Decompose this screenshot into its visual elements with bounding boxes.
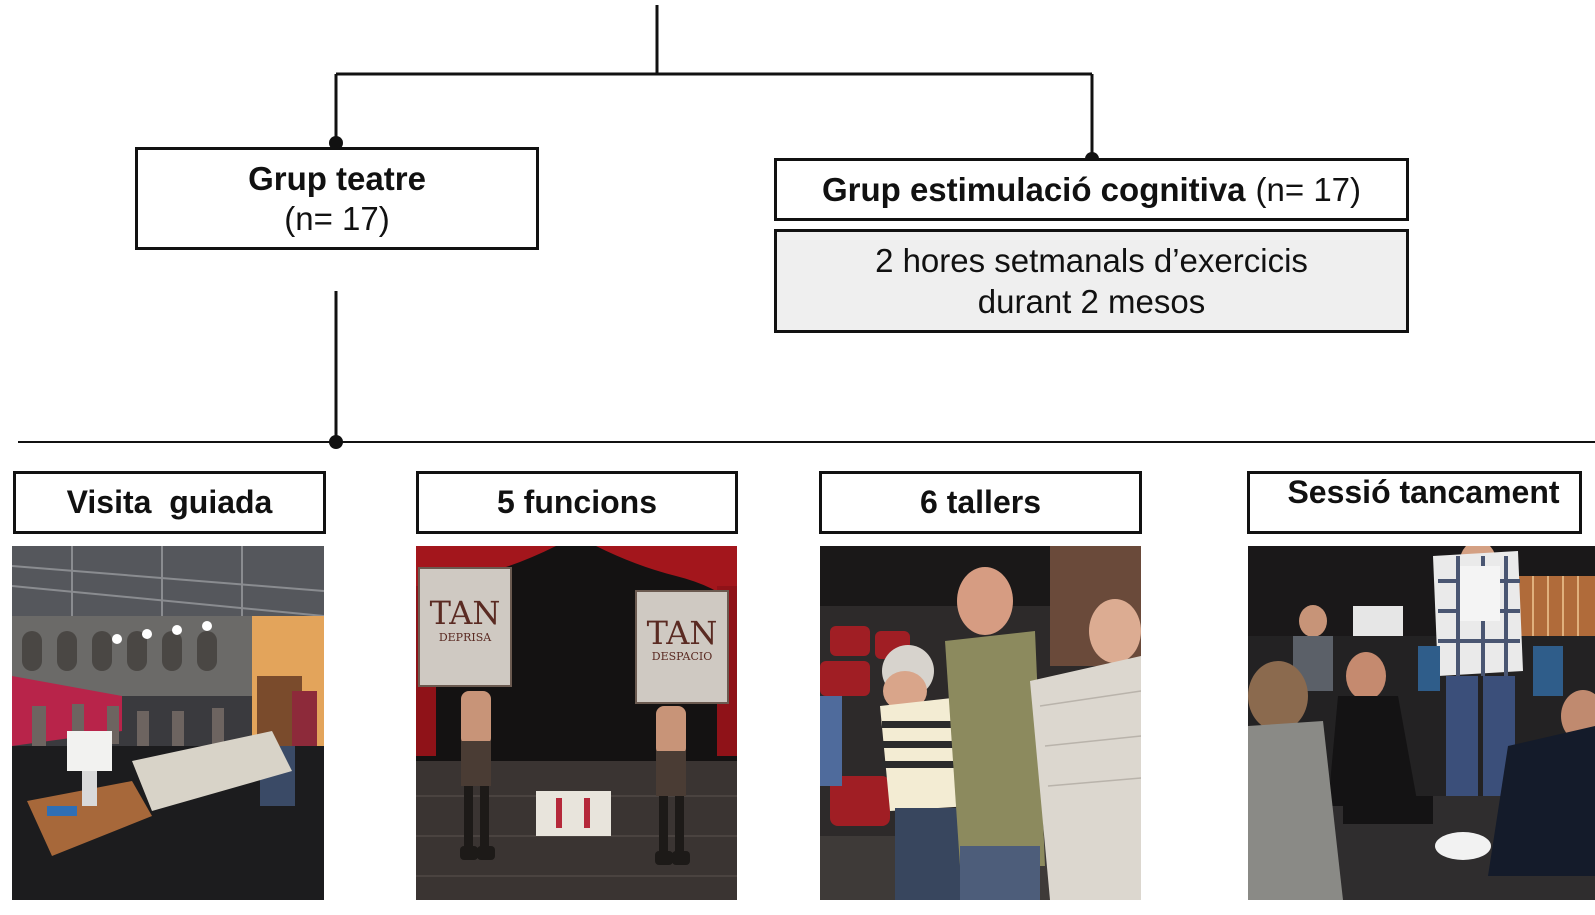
activity-guided-visit-box: Visita guiada (13, 471, 326, 534)
banner-right-big: TAN (647, 614, 718, 652)
theatre-group-count: (n= 17) (284, 199, 390, 237)
banner-right-small: DESPACIO (652, 650, 713, 663)
banner-left-small: DEPRISA (439, 631, 492, 644)
theatre-junction-dot (329, 136, 343, 150)
activity-closing-session-label: Sessió tancament (1287, 474, 1560, 510)
cognitive-description-line-1: 2 hores setmanals d’exercicis (875, 242, 1308, 279)
cognitive-group-description: 2 hores setmanals d’exercicis durant 2 m… (774, 229, 1409, 333)
cognitive-group-title: Grup estimulació cognitiva (821, 170, 1246, 208)
activities-junction-dot (329, 435, 343, 449)
banner-left-big: TAN (430, 594, 501, 632)
activity-performances-box: 5 funcions (416, 471, 738, 534)
cognitive-group-count: (n= 17) (1255, 170, 1362, 208)
activity-guided-visit-label: Visita guiada (66, 484, 273, 520)
theatre-group-box: Grup teatre (n= 17) (135, 147, 539, 250)
stage-performance-banners-photo: TAN DEPRISA TAN DESPACIO (416, 546, 737, 900)
cognitive-description-line-2: durant 2 mesos (977, 283, 1206, 320)
activity-workshops-label: 6 tallers (920, 484, 1041, 520)
closing-session-circle-photo (1248, 546, 1595, 900)
activity-performances-label: 5 funcions (496, 484, 657, 520)
activity-closing-session-box: Sessió tancament (1247, 471, 1582, 534)
workshop-participants-photo (820, 546, 1141, 900)
theatre-stage-tour-photo (12, 546, 324, 900)
cognitive-group-box: Grup estimulació cognitiva (n= 17) (774, 158, 1409, 221)
theatre-group-title: Grup teatre (248, 159, 426, 197)
activity-workshops-box: 6 tallers (819, 471, 1142, 534)
